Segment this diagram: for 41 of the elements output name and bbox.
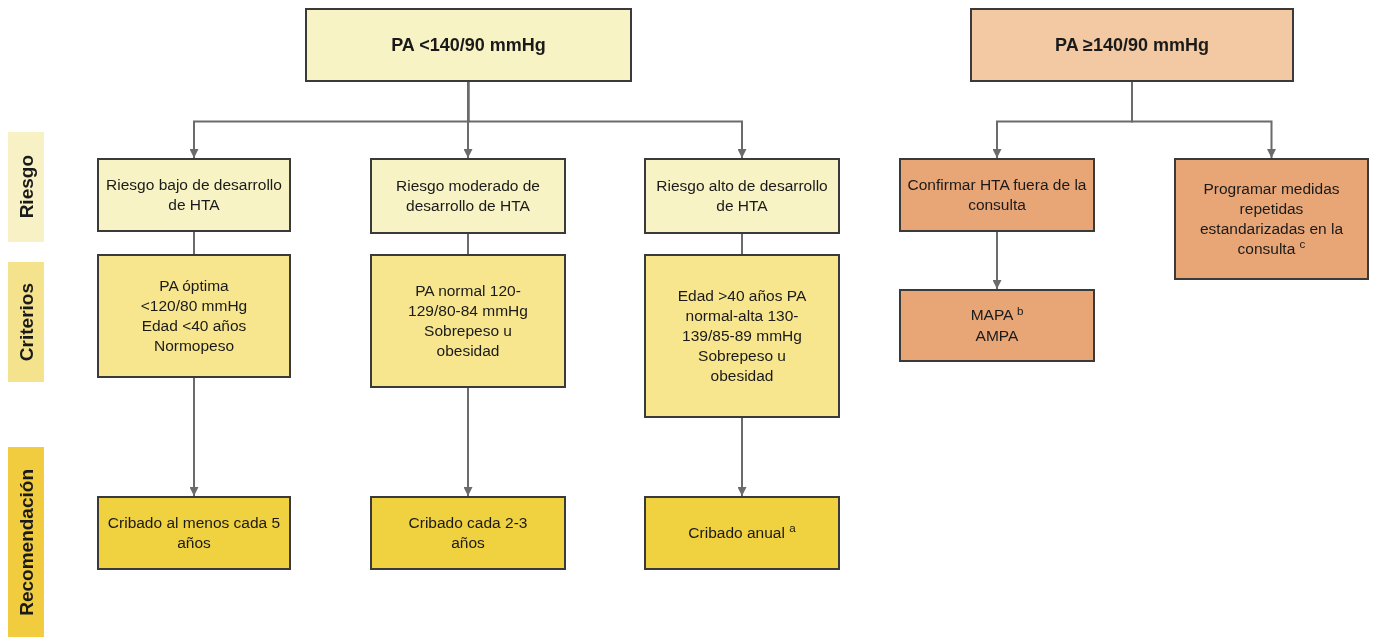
process-box (97, 158, 291, 232)
connector-arrow (992, 231, 1002, 290)
box-text: Confirmar HTA fuera de la consulta (906, 174, 1088, 215)
box-text: Riesgo bajo de desarrollo de HTA (105, 174, 283, 215)
connector-arrow (463, 387, 473, 497)
header-box (970, 8, 1294, 82)
box-text: Cribado cada 2-3 años (407, 512, 529, 553)
process-box (644, 496, 840, 570)
row-label-band (8, 447, 44, 637)
box-text: PA <140/90 mmHg (391, 33, 546, 57)
process-box (644, 158, 840, 234)
process-box (370, 158, 566, 234)
connector-arrow (467, 81, 747, 159)
box-text: Programar medidas repetidas estandarizadas en la consulta $^{c}$ (1198, 178, 1344, 260)
connector-arrow (189, 377, 199, 497)
row-label: Riesgo (16, 155, 36, 219)
box-text: Riesgo alto de desarrollo de HTA (655, 175, 829, 216)
process-box (97, 254, 291, 378)
process-box (1174, 158, 1369, 280)
connector-arrow (1131, 81, 1276, 159)
row-label: Criterios (16, 282, 36, 362)
process-box (644, 254, 840, 418)
box-text: Cribado anual $^{a}$ (688, 522, 796, 543)
process-box (899, 289, 1095, 362)
connector-arrow (737, 417, 747, 497)
box-text: Riesgo moderado de desarrollo de HTA (395, 175, 541, 216)
box-text: Edad >40 años PA normal-alta 130-139/85-89 mmHg Sobrepeso u obesidad (676, 285, 808, 387)
box-text: PA ≥140/90 mmHg (1055, 33, 1209, 57)
box-text: PA óptima <120/80 mmHg Edad <40 años Normopeso (139, 275, 249, 357)
box-text: Cribado al menos cada 5 años (106, 512, 282, 553)
process-box (97, 496, 291, 570)
box-text: MAPA $^{b}$ AMPA (969, 305, 1025, 346)
row-label-band (8, 132, 44, 242)
row-label: Recomendación (16, 468, 36, 616)
connector-arrow (463, 81, 473, 159)
header-box (305, 8, 632, 82)
box-text: PA normal 120-129/80-84 mmHg Sobrepeso u obesidad (407, 280, 529, 362)
row-label-band (8, 262, 44, 382)
process-box (370, 254, 566, 388)
process-box (370, 496, 566, 570)
process-box (899, 158, 1095, 232)
